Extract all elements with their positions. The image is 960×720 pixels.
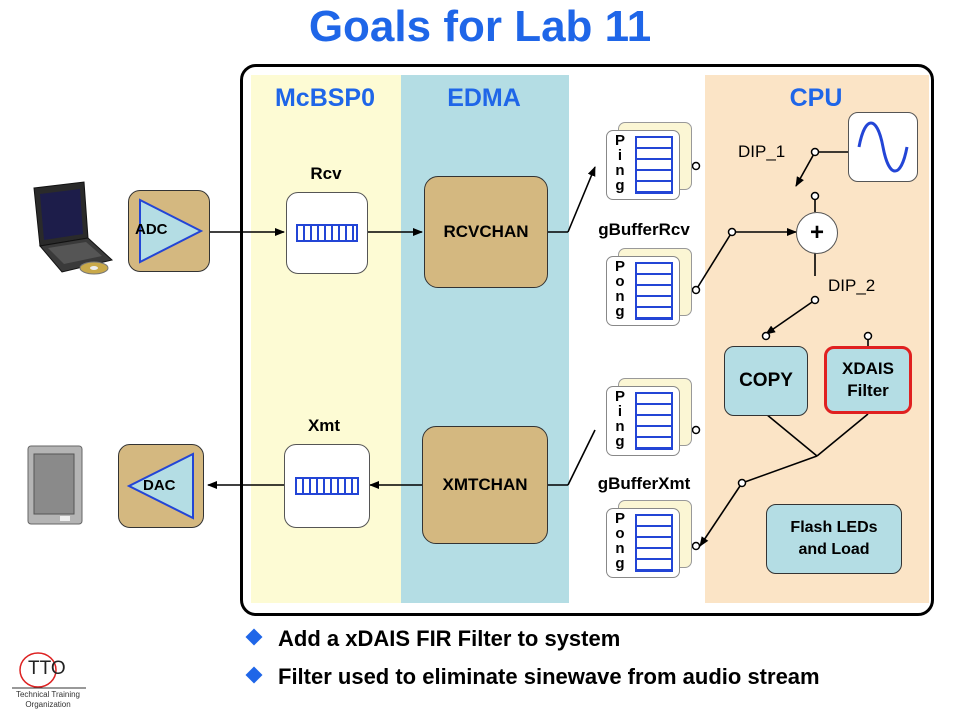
dip2-label: DIP_2 [828,276,876,295]
copy-box[interactable]: COPY [724,346,808,416]
cpu-header: CPU [789,84,843,112]
tto-logo: TTO Technical Training Organization [6,650,90,716]
rcv-pong-letters: P o n g [613,259,627,319]
xmt-pong-buffer[interactable]: P o n g [606,508,680,578]
rcv-register-grid [296,224,358,242]
rcv-label: Rcv [310,164,342,183]
laptop-icon [33,181,114,275]
letter: g [615,555,625,572]
logo-caption-line1: Technical Training [15,690,81,699]
letter: n [615,418,625,435]
logo-letters: TTO [28,658,66,679]
adc-triangle-icon [139,198,204,264]
letter: o [615,273,625,290]
diamond-bullet-icon [245,628,263,646]
letter: g [615,177,625,194]
bullet-item: Filter used to eliminate sinewave from a… [245,664,820,690]
letter: i [617,403,623,420]
bullet-item: Add a xDAIS FIR Filter to system [245,626,621,652]
xmtchan-box[interactable]: XMTCHAN [422,426,548,544]
rcv-ping-buffer[interactable]: P i n g [606,130,680,200]
letter: P [614,132,625,149]
letter: P [614,258,625,275]
letter: i [617,147,623,164]
xdais-filter-box[interactable]: XDAIS Filter [824,346,912,414]
dac-box[interactable]: DAC [118,444,204,528]
letter: n [615,540,625,557]
rcv-register[interactable] [286,192,368,274]
xmt-register[interactable] [284,444,370,528]
gbuffer-xmt-label: gBufferXmt [597,474,691,493]
flash-label-line1: Flash LEDs [790,519,878,536]
letter: o [615,525,625,542]
speaker-icon [27,445,83,525]
xmt-pong-grid [635,514,673,572]
adc-label: ADC [135,221,168,238]
xmtchan-label: XMTCHAN [442,475,528,494]
flash-label-line2: and Load [798,541,870,558]
xmt-register-grid [295,477,359,495]
letter: g [615,433,625,450]
rcv-pong-grid [635,262,673,320]
letter: P [614,510,625,527]
rcv-ping-grid [635,136,673,194]
letter: P [614,388,625,405]
dac-triangle-icon [126,452,194,520]
mcbsp-header: McBSP0 [274,84,376,112]
rcv-ping-letters: P i n g [613,133,627,193]
logo-circle-icon [12,652,86,689]
sinewave-icon [857,121,909,173]
xmt-ping-buffer[interactable]: P i n g [606,386,680,456]
rcvchan-box[interactable]: RCVCHAN [424,176,548,288]
copy-label: COPY [739,370,793,391]
adc-box[interactable]: ADC [128,190,210,272]
dip1-label: DIP_1 [738,142,786,161]
letter: n [615,162,625,179]
xdais-label-line2: Filter [847,381,889,400]
xdais-label-line1: XDAIS [842,359,894,378]
gbuffer-rcv-label: gBufferRcv [598,220,690,239]
xmt-label: Xmt [307,416,341,435]
letter: n [615,288,625,305]
rcvchan-label: RCVCHAN [443,222,529,241]
letter: g [615,303,625,320]
plus-icon: + [809,219,824,246]
diamond-bullet-icon [245,666,263,684]
bullet-text: Add a xDAIS FIR Filter to system [278,626,621,651]
rcv-pong-buffer[interactable]: P o n g [606,256,680,326]
logo-caption-line2: Organization [25,700,71,709]
xmt-ping-grid [635,392,673,450]
adder-node[interactable]: + [796,212,838,254]
flash-leds-box[interactable]: Flash LEDs and Load [766,504,902,574]
xmt-pong-letters: P o n g [613,511,627,571]
sine-generator-box[interactable] [848,112,918,182]
page-title: Goals for Lab 11 [308,2,652,51]
xmt-ping-letters: P i n g [613,389,627,449]
dac-label: DAC [143,477,176,494]
edma-header: EDMA [447,84,521,112]
bullet-text: Filter used to eliminate sinewave from a… [278,664,820,689]
